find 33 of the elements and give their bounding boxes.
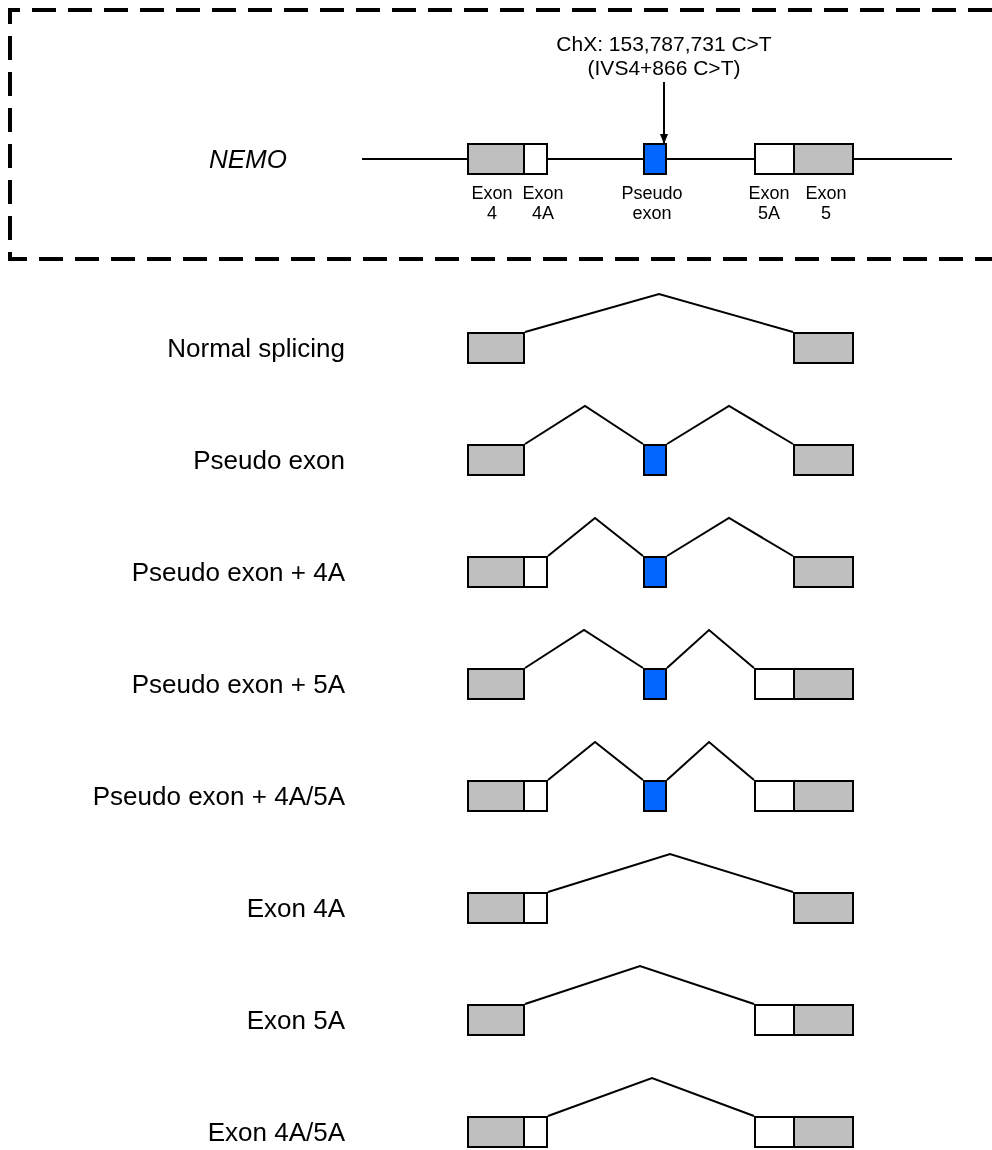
- splice-line: [547, 852, 794, 893]
- exon-label: Exon 4: [470, 183, 514, 223]
- mutation-arrow: [660, 81, 668, 144]
- splicing-variant-label: Exon 4A: [246, 893, 345, 923]
- splice-line: [547, 740, 644, 781]
- splice-line: [666, 516, 794, 557]
- splicing-variant-label: Normal splicing: [167, 333, 345, 363]
- gene-name: NEMO: [209, 144, 287, 174]
- splice-line: [666, 740, 755, 781]
- intron-line: [853, 158, 953, 160]
- exon-label: Exon 4A: [521, 183, 565, 223]
- intron-line: [547, 158, 644, 160]
- splice-line: [524, 292, 794, 333]
- splicing-variant-label: Pseudo exon + 4A/5A: [92, 781, 345, 811]
- splicing-variant-label: Exon 4A/5A: [207, 1117, 345, 1147]
- splicing-variant-label: Exon 5A: [246, 1005, 345, 1035]
- splicing-variant-label: Pseudo exon + 4A: [131, 557, 345, 587]
- splice-line: [547, 1076, 755, 1117]
- splicing-variant-label: Pseudo exon: [193, 445, 345, 475]
- splice-line: [547, 516, 644, 557]
- exon-label: Pseudo exon: [620, 183, 684, 223]
- splice-line: [524, 964, 755, 1005]
- splice-line: [524, 628, 644, 669]
- splicing-variant-label: Pseudo exon + 5A: [131, 669, 345, 699]
- exon-label: Exon 5: [804, 183, 848, 223]
- mutation-annotation-text: ChX: 153,787,731 C>T: [556, 32, 772, 56]
- splice-line: [666, 404, 794, 445]
- mutation-annotation-text: (IVS4+866 C>T): [587, 56, 741, 80]
- splice-line: [524, 404, 644, 445]
- intron-line: [361, 158, 468, 160]
- splice-line: [666, 628, 755, 669]
- intron-line: [666, 158, 755, 160]
- exon-label: Exon 5A: [747, 183, 791, 223]
